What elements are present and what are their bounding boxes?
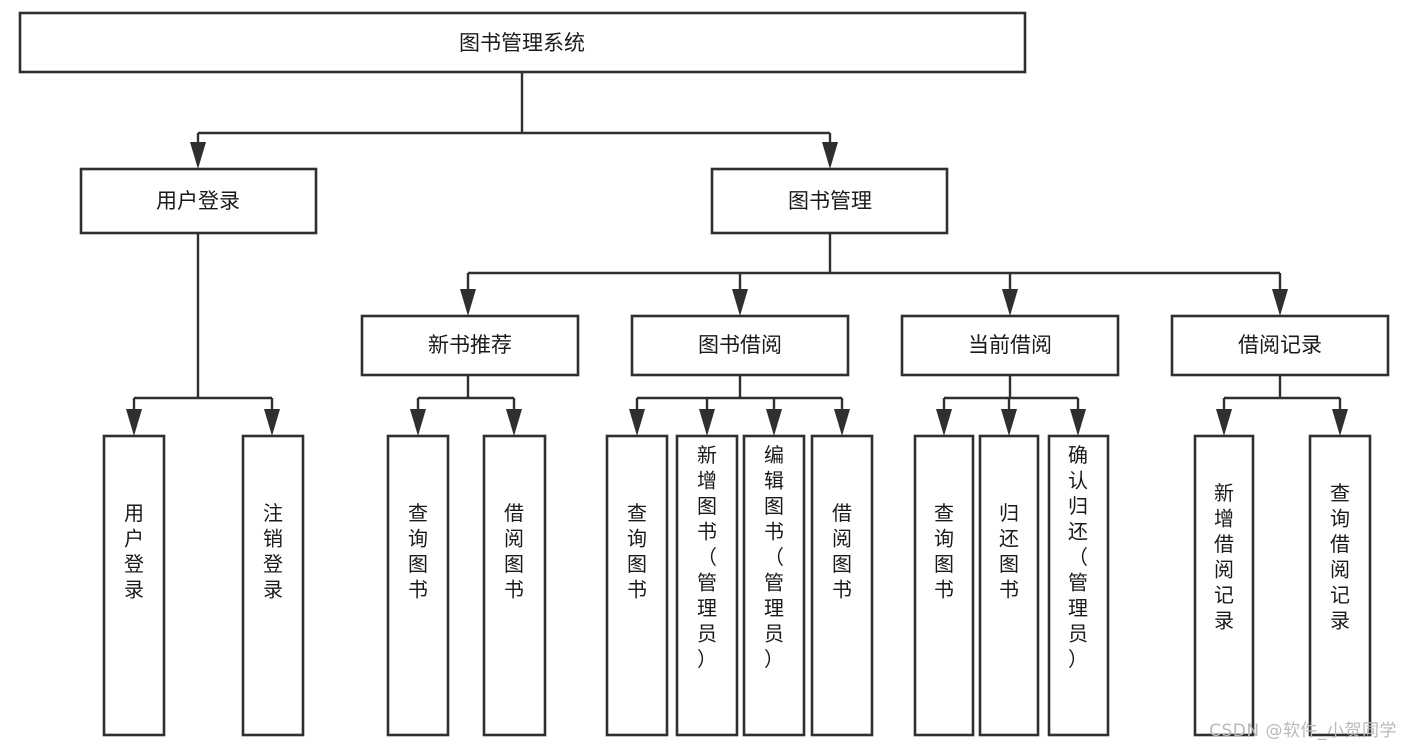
leaf-borrowrecord-add-label: 新增借阅记录 xyxy=(1214,481,1234,633)
leaf-bookborrow-add-label: 新增图书（管理员） xyxy=(697,443,717,671)
connector-bookborrow-to-leaves xyxy=(629,375,850,436)
leaf-borrowrecord-query-label: 查询借阅记录 xyxy=(1330,481,1350,633)
connector-currentborrow-to-leaves xyxy=(936,375,1086,436)
leaf-newbook-query-label: 查询图书 xyxy=(408,501,428,602)
leaf-bookborrow-edit-label: 编辑图书（管理员） xyxy=(764,443,784,671)
connector-userlogin-to-leaves xyxy=(126,233,280,436)
leaf-bookborrow-borrow[interactable]: 借阅图书 xyxy=(810,434,874,737)
node-borrow-records-label: 借阅记录 xyxy=(1238,333,1322,357)
node-user-login-label: 用户登录 xyxy=(156,189,240,213)
leaf-currentborrow-query-label: 查询图书 xyxy=(934,501,954,602)
connector-bookmgmt-to-level3 xyxy=(460,233,1288,316)
leaf-user-login-login[interactable]: 用户登录 xyxy=(102,434,166,737)
node-book-management-label: 图书管理 xyxy=(788,189,872,213)
leaf-newbook-borrow[interactable]: 借阅图书 xyxy=(482,434,547,737)
leaf-bookborrow-query-label: 查询图书 xyxy=(627,501,647,602)
node-current-borrow-label: 当前借阅 xyxy=(968,333,1052,357)
leaf-currentborrow-return[interactable]: 归还图书 xyxy=(978,434,1040,737)
leaf-newbook-query[interactable]: 查询图书 xyxy=(386,434,450,737)
leaf-currentborrow-return-label: 归还图书 xyxy=(999,501,1019,602)
leaf-user-login-logout[interactable]: 注销登录 xyxy=(241,434,305,737)
leaf-currentborrow-confirm[interactable]: 确认归还（管理员） xyxy=(1047,434,1110,737)
leaf-currentborrow-confirm-label: 确认归还（管理员） xyxy=(1068,443,1088,671)
node-borrow-records[interactable]: 借阅记录 xyxy=(1170,314,1390,377)
leaf-bookborrow-query[interactable]: 查询图书 xyxy=(605,434,669,737)
node-book-borrow[interactable]: 图书借阅 xyxy=(630,314,850,377)
node-book-management[interactable]: 图书管理 xyxy=(710,167,949,235)
leaf-borrowrecord-add[interactable]: 新增借阅记录 xyxy=(1193,434,1255,737)
leaf-borrowrecord-query[interactable]: 查询借阅记录 xyxy=(1308,434,1372,737)
node-book-borrow-label: 图书借阅 xyxy=(698,333,782,357)
leaf-user-login-logout-label: 注销登录 xyxy=(263,501,283,602)
leaf-bookborrow-borrow-label: 借阅图书 xyxy=(832,501,852,602)
leaf-currentborrow-query[interactable]: 查询图书 xyxy=(913,434,975,737)
node-new-book-recommend-label: 新书推荐 xyxy=(428,333,512,357)
connector-root-to-level2 xyxy=(190,72,838,169)
node-current-borrow[interactable]: 当前借阅 xyxy=(900,314,1120,377)
node-root-label: 图书管理系统 xyxy=(459,31,585,55)
connector-borrowrecord-to-leaves xyxy=(1216,375,1348,436)
node-new-book-recommend[interactable]: 新书推荐 xyxy=(360,314,580,377)
leaf-bookborrow-edit[interactable]: 编辑图书（管理员） xyxy=(742,434,806,737)
node-user-login[interactable]: 用户登录 xyxy=(79,167,318,235)
leaf-bookborrow-add[interactable]: 新增图书（管理员） xyxy=(675,434,739,737)
connector-newbook-to-leaves xyxy=(410,375,522,436)
leaf-newbook-borrow-label: 借阅图书 xyxy=(504,501,524,602)
node-root[interactable]: 图书管理系统 xyxy=(18,11,1027,74)
leaf-user-login-login-label: 用户登录 xyxy=(124,501,144,602)
